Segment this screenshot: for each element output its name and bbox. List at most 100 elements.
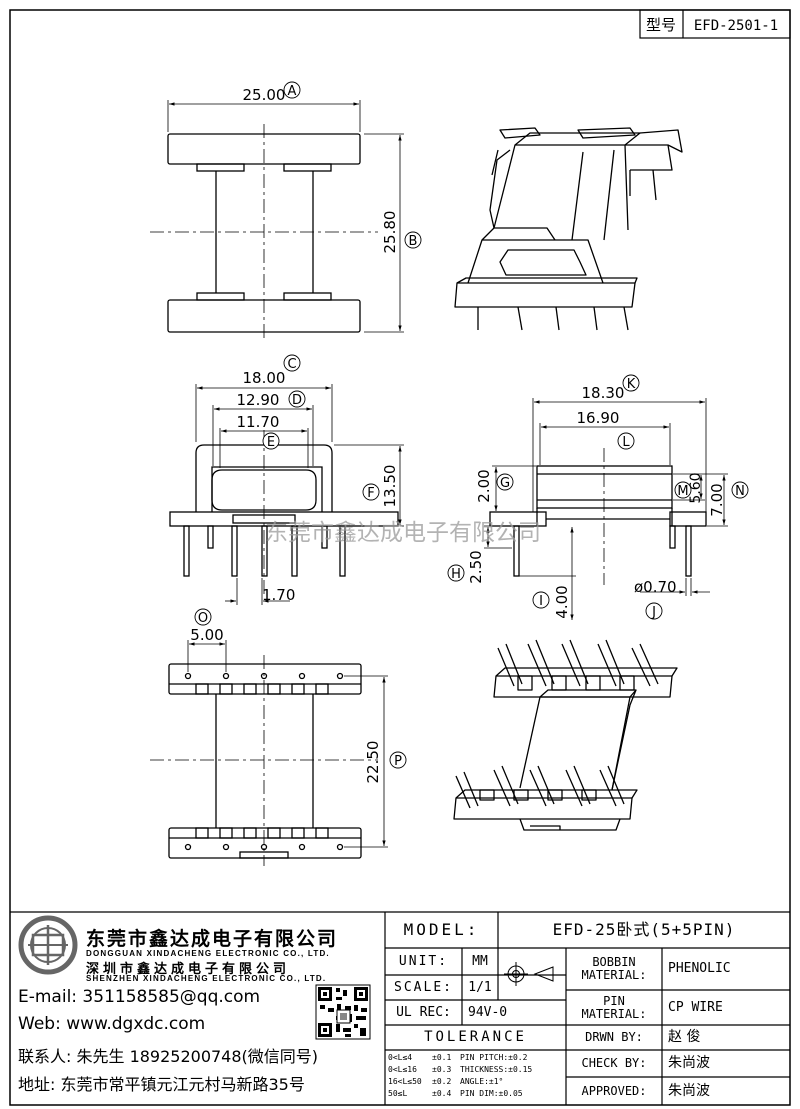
bottom-flange-lower xyxy=(168,827,362,859)
projection-symbol xyxy=(504,962,554,986)
iso-pins-upper xyxy=(497,639,659,691)
iso-upper-flange xyxy=(493,675,673,698)
dim-F xyxy=(334,444,404,527)
tb-unit-label: UNIT: xyxy=(398,953,449,969)
tb-tolerance-label: TOLERANCE xyxy=(424,1029,527,1046)
company-web: Web: www.dgxdc.com xyxy=(18,1014,206,1034)
dim-markers: A B C D E F G H I J K L M N O P xyxy=(194,81,749,769)
svg-text:L: L xyxy=(622,435,630,450)
tb-pin-label: PIN MATERIAL: xyxy=(581,993,647,1021)
watermark-text: 东莞市鑫达成电子有限公司 xyxy=(265,520,541,546)
tb-drawn-label: DRWN BY: xyxy=(585,1030,643,1045)
dim-C xyxy=(195,384,333,442)
tb-drawn-value: 赵 俊 xyxy=(668,1029,701,1046)
bottom-pin-pads xyxy=(195,683,329,839)
dim-C-value: 18.00 xyxy=(243,369,286,387)
dim-D xyxy=(212,405,314,466)
side-pin-left xyxy=(513,525,520,577)
front-base xyxy=(169,511,399,527)
dim-pin-gap xyxy=(225,578,290,605)
front-view xyxy=(169,430,399,595)
svg-text:E: E xyxy=(267,435,275,450)
marker-L: L xyxy=(617,432,635,450)
svg-text:I: I xyxy=(539,594,543,609)
company-contact: 联系人: 朱先生 18925200748(微信同号) xyxy=(18,1047,319,1066)
side-pin-right xyxy=(685,525,692,577)
svg-text:F: F xyxy=(367,486,374,501)
dim-H xyxy=(484,525,512,549)
tb-check-label: CHECK BY: xyxy=(581,1056,647,1071)
svg-text:J: J xyxy=(651,605,656,620)
header-model-label: 型号 xyxy=(646,16,676,34)
dim-J-value: ø0.70 xyxy=(634,578,677,596)
dim-L xyxy=(539,423,671,465)
marker-N: N xyxy=(731,481,749,499)
dim-pin-gap-value: 1.70 xyxy=(262,586,295,604)
company-logo xyxy=(18,915,78,975)
outer-frame xyxy=(9,9,791,1106)
iso-pins-lower xyxy=(455,765,625,809)
tb-unit-value: MM xyxy=(472,953,488,969)
dim-P xyxy=(344,675,388,848)
tb-approved-label: APPROVED: xyxy=(581,1083,647,1098)
side-view xyxy=(489,448,707,585)
company-name-dg-en: DONGGUAN XINDACHENG ELECTRONIC CO., LTD. xyxy=(86,949,330,958)
company-address: 地址: 东莞市常平镇元江元村马新路35号 xyxy=(18,1075,305,1094)
marker-M: M xyxy=(674,481,692,499)
marker-E: E xyxy=(262,432,280,450)
dim-D-value: 12.90 xyxy=(237,391,280,409)
tb-check-value: 朱尚波 xyxy=(668,1055,710,1072)
dim-K xyxy=(532,398,707,512)
tb-bobbin-label: BOBBIN MATERIAL: xyxy=(581,955,647,982)
company-email: E-mail: 351158585@qq.com xyxy=(18,987,261,1007)
dim-G-value: 2.00 xyxy=(475,469,493,502)
dim-I xyxy=(519,527,576,620)
front-window xyxy=(211,469,317,511)
company-name-sz: 深圳市鑫达成电子有限公司 xyxy=(86,962,291,977)
marker-J: J xyxy=(645,602,663,620)
svg-text:B: B xyxy=(409,234,418,249)
tb-model-value: EFD-25卧式(5+5PIN) xyxy=(552,919,736,939)
marker-H: H xyxy=(447,564,465,582)
tb-ulrec-value: 94V-0 xyxy=(468,1004,508,1020)
dim-A xyxy=(167,100,361,132)
iso-view-bottom xyxy=(453,639,678,831)
marker-I: I xyxy=(532,591,550,609)
dim-E xyxy=(219,428,309,468)
top-view xyxy=(150,124,378,340)
tb-scale-value: 1/1 xyxy=(468,979,492,995)
marker-F: F xyxy=(362,483,380,501)
svg-text:O: O xyxy=(198,611,208,626)
dim-P-value: 22.50 xyxy=(364,741,382,784)
iso-view-top xyxy=(454,127,683,331)
marker-A: A xyxy=(283,81,301,99)
tb-approved-value: 朱尚波 xyxy=(668,1082,710,1099)
svg-text:C: C xyxy=(287,357,296,372)
dim-H-value: 2.50 xyxy=(467,550,485,583)
tb-ulrec-label: UL REC: xyxy=(396,1004,451,1020)
bottom-view xyxy=(150,655,378,866)
svg-text:M: M xyxy=(677,484,688,499)
dim-G xyxy=(492,465,536,513)
dim-J xyxy=(640,578,710,596)
dim-O-value: 5.00 xyxy=(190,626,223,644)
dim-B-value: 25.80 xyxy=(381,211,399,254)
svg-text:P: P xyxy=(394,754,402,769)
marker-G: G xyxy=(496,473,514,491)
tb-model-label: MODEL: xyxy=(403,919,480,939)
tb-pin-value: CP WIRE xyxy=(668,999,723,1015)
dim-I-value: 4.00 xyxy=(553,585,571,618)
front-pins xyxy=(183,525,346,577)
company-name-dg: 东莞市鑫达成电子有限公司 xyxy=(86,928,339,950)
iso-lower-flange xyxy=(453,797,633,820)
marker-P: P xyxy=(389,751,407,769)
dim-L-value: 16.90 xyxy=(577,409,620,427)
dim-O xyxy=(187,640,227,672)
marker-K: K xyxy=(622,374,640,392)
